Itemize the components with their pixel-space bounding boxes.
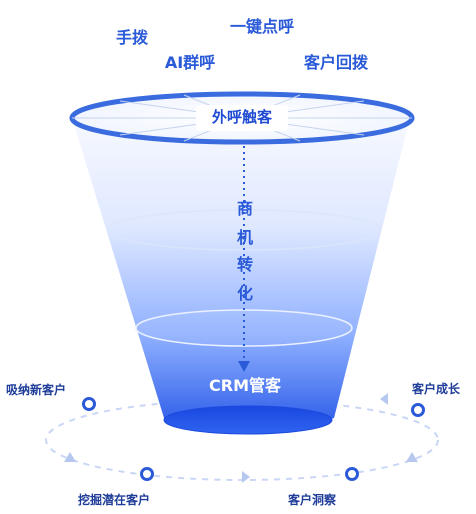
channel-manual-label: 手拨 bbox=[115, 28, 149, 47]
rim-label-backdrop bbox=[196, 105, 288, 131]
channel-one-click-label: 一键点呼 bbox=[229, 17, 295, 36]
funnel-top-label: 外呼触客 bbox=[211, 108, 273, 126]
funnel-bottom-label: CRM管客 bbox=[209, 376, 281, 395]
cycle-mine-label: 挖掘潜在客户 bbox=[77, 493, 151, 507]
cycle-node-insight bbox=[345, 467, 359, 481]
cycle-arrow-left-icon bbox=[64, 452, 76, 462]
funnel-middle-char-4: 化 bbox=[236, 284, 254, 303]
cycle-arrow-right-icon bbox=[406, 452, 418, 462]
funnel-body bbox=[72, 118, 410, 429]
cycle-arrow-bottom-icon bbox=[242, 471, 250, 483]
cycle-arrow-top-icon bbox=[380, 393, 388, 405]
funnel-middle-char-3: 转 bbox=[236, 255, 254, 274]
cycle-acquire-label: 吸纳新客户 bbox=[5, 383, 67, 397]
cycle-node-grow bbox=[411, 403, 425, 417]
channel-ai-label: AI群呼 bbox=[164, 53, 216, 72]
cycle-node-mine bbox=[140, 467, 154, 481]
funnel-arrow-head-icon bbox=[238, 361, 250, 372]
cycle-node-acquire bbox=[82, 397, 96, 411]
cycle-grow-label: 客户成长 bbox=[411, 382, 461, 396]
funnel-bottom-ellipse bbox=[163, 405, 333, 435]
channel-callback-label: 客户回拨 bbox=[303, 53, 369, 72]
cycle-insight-label: 客户洞察 bbox=[287, 493, 337, 507]
funnel-middle-char-2: 机 bbox=[236, 228, 254, 247]
funnel-middle-char-1: 商 bbox=[236, 199, 254, 218]
